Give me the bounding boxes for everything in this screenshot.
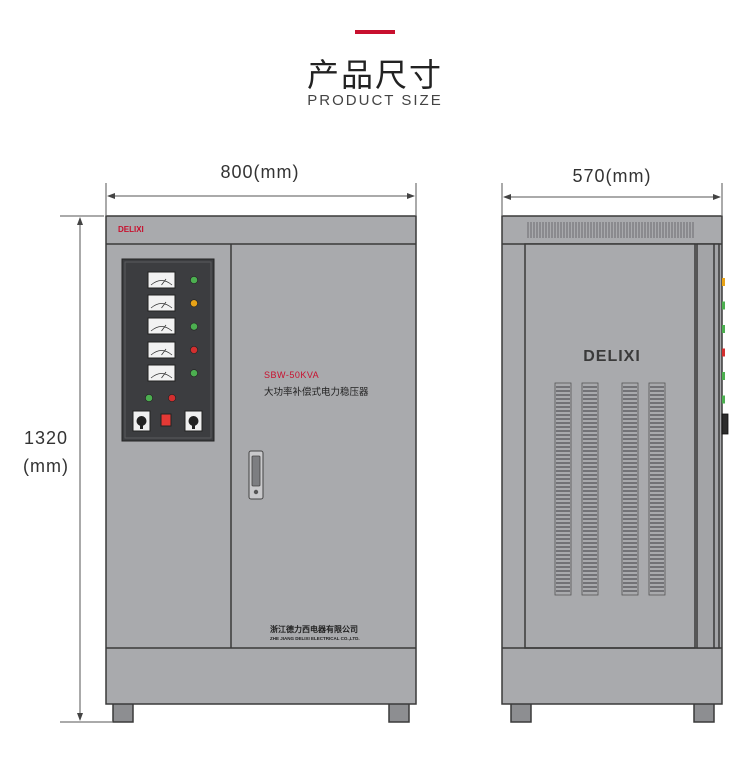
front-brand-logo: DELIXI — [118, 225, 144, 234]
side-latch[interactable] — [721, 413, 729, 435]
side-right-foot — [693, 702, 715, 723]
side-edge-indicators — [722, 278, 725, 404]
depth-dimension — [501, 183, 723, 215]
indicator-light-1 — [190, 276, 198, 284]
door-handle[interactable] — [248, 450, 264, 500]
depth-label: 570(mm) — [572, 166, 651, 186]
page-title: 产品尺寸 — [306, 56, 443, 94]
bottom-indicator-2 — [168, 394, 176, 402]
meter-3 — [147, 317, 176, 335]
indicator-light-4 — [190, 345, 198, 354]
side-ventilation-louvers — [554, 382, 666, 596]
company-cn-label: 浙江德力西电器有限公司 — [270, 624, 358, 634]
louver-column-4 — [648, 382, 666, 596]
side-panel — [524, 243, 696, 649]
louver-column-1 — [554, 382, 572, 596]
title-accent-bar — [355, 30, 395, 34]
meter-panel — [121, 258, 215, 442]
side-indicator-3 — [722, 325, 725, 333]
width-dimension — [105, 183, 417, 215]
meter-5 — [147, 364, 176, 382]
louver-column-3 — [621, 382, 639, 596]
height-dimension — [60, 215, 112, 723]
side-brand-logo: DELIXI — [583, 348, 641, 365]
height-value-label: 1320 — [24, 428, 68, 448]
red-switch[interactable] — [160, 413, 172, 427]
bottom-indicator-1 — [145, 394, 153, 402]
indicator-light-3 — [190, 322, 198, 331]
louver-column-2 — [581, 382, 599, 596]
indicator-light-5 — [190, 369, 198, 378]
product-name-label: 大功率补偿式电力稳压器 — [264, 386, 369, 398]
company-en-label: ZHE JIANG DELIXI ELECTRICAL CO.,LTD. — [270, 636, 360, 641]
meter-gauges — [147, 271, 176, 382]
width-label: 800(mm) — [220, 162, 299, 182]
side-view-cabinet — [501, 215, 723, 723]
side-left-foot — [510, 702, 532, 723]
indicator-lights — [190, 276, 198, 378]
bottom-indicator-lights — [145, 394, 176, 402]
meter-4 — [147, 341, 176, 359]
page-subtitle: PRODUCT SIZE — [307, 92, 443, 109]
front-right-foot — [388, 702, 410, 723]
front-left-foot — [112, 702, 134, 723]
meter-2 — [147, 294, 176, 312]
side-indicator-6 — [722, 395, 725, 404]
indicator-light-2 — [190, 299, 198, 308]
height-unit-label: (mm) — [23, 456, 69, 476]
side-indicator-5 — [722, 372, 725, 380]
top-ventilation-grille — [527, 222, 694, 238]
side-indicator-2 — [722, 301, 725, 310]
side-indicator-4 — [722, 348, 725, 357]
meter-1 — [147, 271, 176, 289]
model-label: SBW-50KVA — [264, 370, 319, 380]
side-indicator-1 — [722, 278, 725, 286]
